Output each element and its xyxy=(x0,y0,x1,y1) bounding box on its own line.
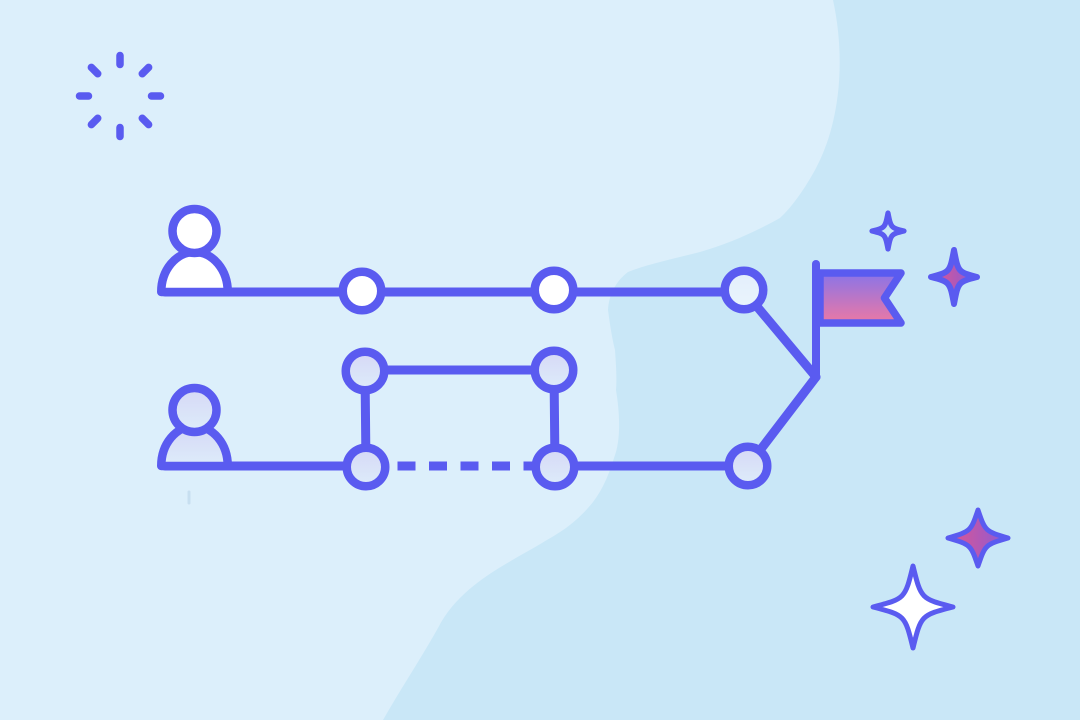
milestone-node-top-2 xyxy=(530,266,578,314)
background-wave-shape xyxy=(383,0,1080,720)
starburst-ray-icon xyxy=(87,114,102,129)
milestone-node-detour-2 xyxy=(530,346,578,394)
milestone-node-top-1 xyxy=(338,267,386,315)
milestone-node-detour-1 xyxy=(341,347,389,395)
milestone-node-bottom-2 xyxy=(531,443,579,491)
sparkle-outline-small xyxy=(869,210,907,252)
goal-flag-icon xyxy=(816,269,905,327)
starburst-ray-icon xyxy=(138,63,153,78)
person-top-body xyxy=(157,247,232,297)
milestone-node-top-3 xyxy=(720,266,768,314)
starburst-ray-icon xyxy=(87,63,102,78)
milestone-node-bottom-1 xyxy=(342,443,390,491)
sparkle-gradient-large xyxy=(945,507,1011,569)
milestone-node-bottom-3 xyxy=(724,442,772,490)
person-bottom-head xyxy=(168,383,221,437)
starburst-ray-icon xyxy=(138,114,153,129)
person-top-head xyxy=(168,204,221,258)
sparkle-gradient-small xyxy=(928,247,980,307)
sparkle-white-large xyxy=(870,563,956,651)
